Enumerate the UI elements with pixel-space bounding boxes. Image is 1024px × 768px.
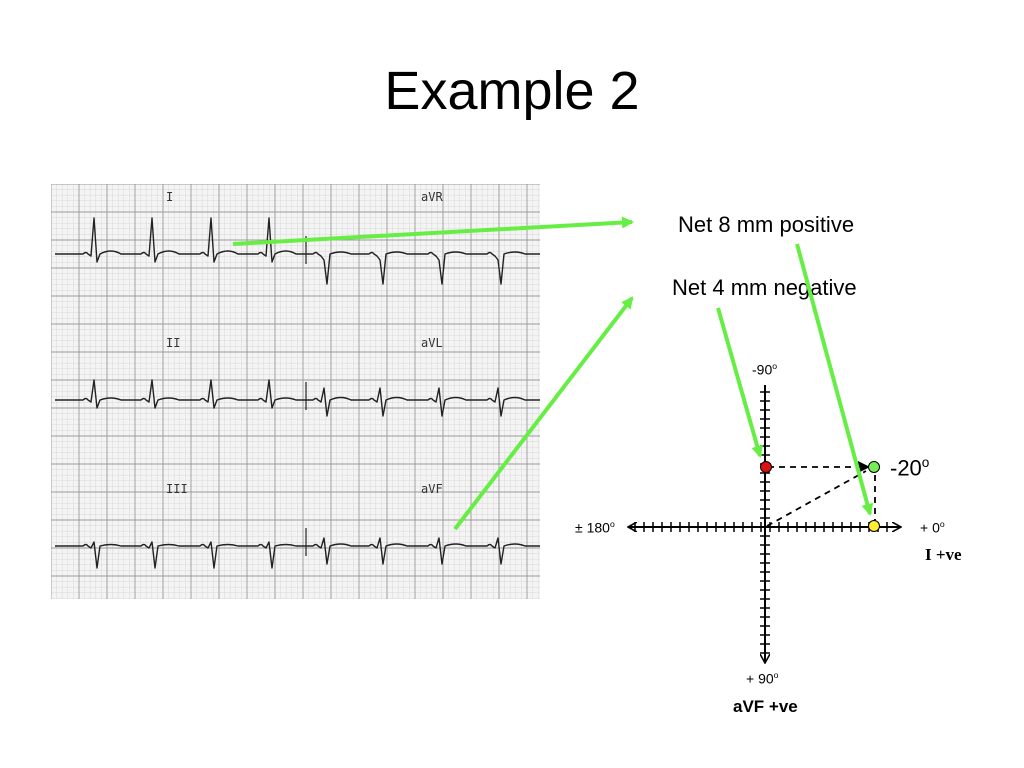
avf-annotation: Net 4 mm negative: [672, 275, 857, 300]
ecg-lead-label: aVL: [421, 336, 443, 350]
result-angle-label: -20o: [890, 455, 930, 481]
ecg-lead-label: aVF: [421, 482, 443, 496]
avf-caption: aVF +ve: [733, 697, 798, 716]
lead-i-caption: I +ve: [925, 545, 962, 564]
lead-i-annotation: Net 8 mm positive: [678, 212, 855, 237]
ecg-lead-label: III: [166, 482, 188, 496]
axis-label-left: ± 180o: [575, 519, 615, 536]
avf-point: [760, 461, 772, 473]
axes: [629, 385, 900, 662]
axis-label-bottom: + 90o: [746, 670, 779, 687]
ecg-lead-label: aVR: [421, 190, 443, 204]
slide-title: Example 2: [384, 61, 640, 121]
arrow-avf-to-label: [453, 296, 634, 531]
result-point: [868, 461, 880, 473]
arrow-label-to-lead-i-point: [795, 243, 874, 516]
green-arrows: [232, 216, 874, 531]
axis-label-top: -90o: [752, 361, 778, 378]
arrow-lead-i-to-label: [232, 216, 634, 246]
ecg-lead-label: II: [166, 336, 180, 350]
axis-label-right: + 0o: [920, 519, 945, 536]
arrow-label-to-avf-point: [716, 307, 764, 458]
ecg-lead-label: I: [166, 190, 173, 204]
lead-i-point: [868, 520, 880, 532]
construction-lines: [766, 461, 876, 527]
